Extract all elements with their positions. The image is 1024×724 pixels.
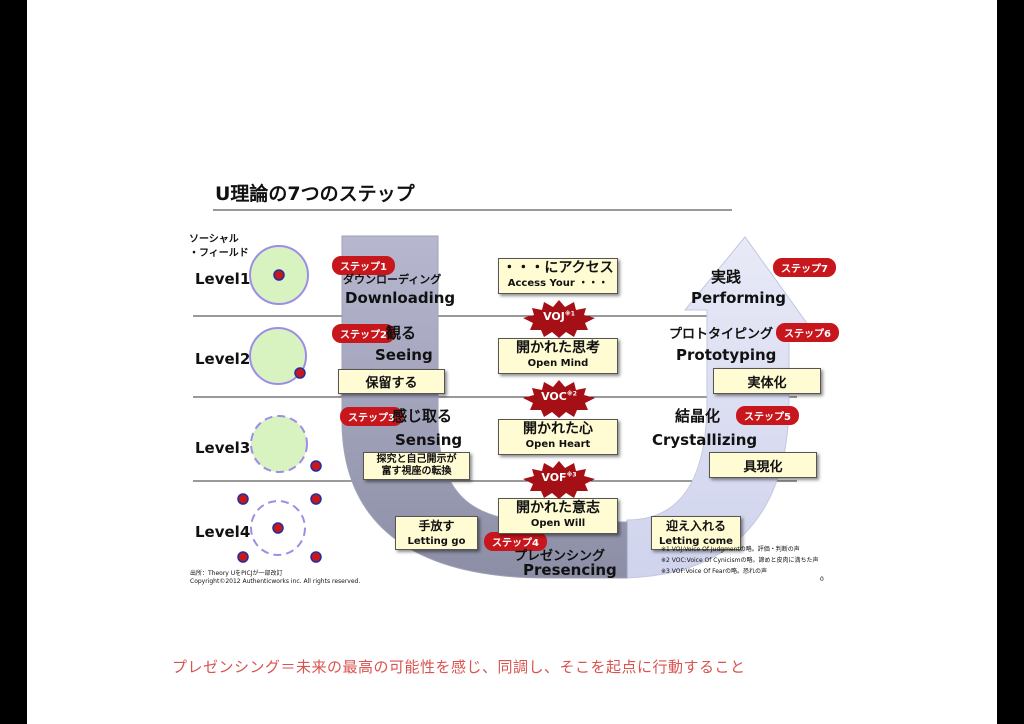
open-mind-box: 開かれた思考 Open Mind bbox=[498, 338, 618, 374]
social-field-label: ソーシャル ・フィールド bbox=[189, 234, 249, 259]
voc-note-mark: ※2 bbox=[566, 390, 577, 398]
voc-label: VOC bbox=[541, 390, 567, 403]
level3-label: Level3 bbox=[195, 439, 251, 457]
open-will-en: Open Will bbox=[530, 518, 586, 529]
voj-burst: VOJ※1 bbox=[522, 300, 596, 338]
access-box-en: Access Your ・・・ bbox=[507, 278, 609, 289]
step3-badge: ステップ3 bbox=[340, 407, 403, 426]
page-number: 0 bbox=[820, 576, 824, 583]
level2-field-circle bbox=[249, 327, 307, 385]
diagram-title: U理論の7つのステップ bbox=[215, 183, 415, 205]
open-heart-box: 開かれた心 Open Heart bbox=[498, 419, 618, 455]
open-heart-en: Open Heart bbox=[525, 439, 591, 450]
access-box: ・・・にアクセス Access Your ・・・ bbox=[498, 258, 618, 294]
step4-jp: プレゼンシング bbox=[514, 549, 606, 564]
vof-label: VOF bbox=[541, 471, 567, 484]
step5-en: Crystallizing bbox=[652, 431, 758, 449]
access-box-jp: ・・・にアクセス bbox=[502, 260, 614, 276]
step1-en: Downloading bbox=[345, 289, 456, 307]
letting-come-box: 迎え入れる Letting come bbox=[651, 516, 741, 550]
letting-come-jp: 迎え入れる bbox=[665, 519, 726, 533]
enact-box: 実体化 bbox=[713, 368, 821, 394]
level3-field-circle bbox=[250, 415, 308, 473]
level2-label: Level2 bbox=[195, 350, 251, 368]
step4-en: Presencing bbox=[523, 561, 617, 579]
level4-label: Level4 bbox=[195, 523, 251, 541]
step5-badge: ステップ5 bbox=[736, 406, 799, 425]
step6-en: Prototyping bbox=[676, 346, 777, 364]
step6-jp: プロトタイピング bbox=[669, 327, 774, 342]
copyright-note: Copyright©2012 Authenticworks inc. All r… bbox=[190, 578, 361, 585]
step1-jp: ダウンローディング bbox=[343, 273, 442, 286]
letting-go-jp: 手放す bbox=[418, 519, 455, 533]
level4-field-circle bbox=[250, 500, 306, 556]
step2-jp: 観る bbox=[386, 324, 417, 342]
letting-come-en: Letting come bbox=[659, 536, 733, 547]
step1-badge: ステップ1 bbox=[332, 256, 395, 275]
footnote-2: ※2 VOC:Voice Of Cynicismの略。諦めと皮肉に満ちた声 bbox=[661, 557, 819, 564]
vof-burst: VOF※3 bbox=[522, 461, 596, 499]
source-note: 出所：Theory UをPICJが一部改訂 bbox=[190, 570, 283, 577]
step2-badge: ステップ2 bbox=[332, 324, 395, 343]
step7-en: Performing bbox=[691, 289, 786, 307]
step2-en: Seeing bbox=[375, 346, 433, 364]
open-mind-en: Open Mind bbox=[527, 358, 589, 369]
letting-go-box: 手放す Letting go bbox=[395, 516, 478, 550]
voj-label: VOJ bbox=[543, 310, 565, 323]
step4-badge: ステップ4 bbox=[484, 532, 547, 551]
u-diagram-graphic bbox=[193, 209, 820, 579]
level1-label: Level1 bbox=[195, 270, 251, 288]
step5-jp: 結晶化 bbox=[675, 407, 721, 425]
suspend-box: 保留する bbox=[338, 369, 445, 394]
open-will-jp: 開かれた意志 bbox=[516, 500, 600, 516]
open-will-box: 開かれた意志 Open Will bbox=[498, 498, 618, 534]
step7-jp: 実践 bbox=[711, 268, 742, 286]
slide: U理論の7つのステップ ソーシャル ・フィールド Level1 Level2 L… bbox=[27, 0, 997, 724]
letting-go-en: Letting go bbox=[407, 536, 466, 547]
voj-note-mark: ※1 bbox=[564, 310, 575, 318]
step3-en: Sensing bbox=[395, 431, 463, 449]
step3-jp: 感じ取る bbox=[392, 407, 453, 425]
footnote-1: ※1 VOJ:Voice Of Judgmentの略。評価・判断の声 bbox=[661, 546, 800, 553]
redirect-box: 探究と自己開示が 富す視座の転換 bbox=[363, 452, 470, 480]
crystallize-box: 具現化 bbox=[709, 452, 817, 478]
step6-badge: ステップ6 bbox=[776, 323, 839, 342]
footnote-3: ※3 VOF:Voice Of Fearの略。恐れの声 bbox=[661, 568, 768, 575]
open-mind-jp: 開かれた思考 bbox=[516, 340, 600, 356]
step7-badge: ステップ7 bbox=[773, 258, 836, 277]
caption: プレゼンシング＝未来の最高の可能性を感じ、同調し、そこを起点に行動すること bbox=[172, 658, 746, 676]
voc-burst: VOC※2 bbox=[522, 380, 596, 418]
vof-note-mark: ※3 bbox=[566, 471, 577, 479]
open-heart-jp: 開かれた心 bbox=[523, 421, 593, 437]
